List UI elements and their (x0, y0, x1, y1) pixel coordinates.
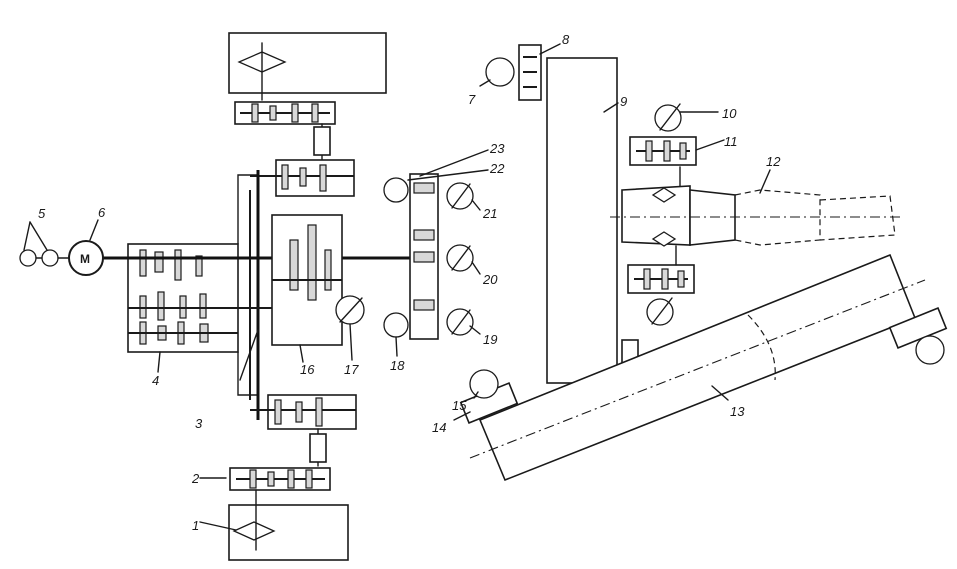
bottom-bevel-gear (232, 521, 276, 541)
beam-end-sensor (915, 335, 945, 365)
spindle-extended-position (734, 189, 821, 246)
upper-reducer (275, 159, 355, 197)
lower-gearbox-gears (236, 469, 325, 489)
callout-leaders (23, 43, 771, 531)
callout-10: 10 (722, 106, 737, 121)
drive-15 (469, 369, 499, 399)
regulator-17-arrow (339, 297, 363, 323)
spindle-extended-tail (819, 195, 896, 241)
drive-7 (485, 57, 515, 87)
callout-12: 12 (766, 154, 781, 169)
callout-6: 6 (98, 205, 106, 220)
beam-axis (469, 279, 926, 459)
callout-14: 14 (432, 420, 446, 435)
upper-bevel-12 (651, 187, 677, 203)
callout-8: 8 (562, 32, 570, 47)
callout-11: 11 (724, 134, 738, 149)
sensor-5b (41, 249, 59, 267)
callout-2: 2 (191, 471, 200, 486)
callout-13: 13 (730, 404, 745, 419)
sensor-5a (19, 249, 37, 267)
callout-21: 21 (482, 206, 497, 221)
central-unit-gears (272, 224, 342, 301)
callout-18: 18 (390, 358, 405, 373)
callout-16: 16 (300, 362, 315, 377)
sensor-18 (383, 312, 409, 338)
drive-8-gears (523, 56, 537, 88)
callout-7: 7 (468, 92, 476, 107)
callout-20: 20 (482, 272, 498, 287)
lower-reducer-gears (250, 397, 356, 427)
shaft-3-leader (239, 329, 259, 381)
callout-4: 4 (152, 373, 159, 388)
regulator-19 (446, 308, 474, 336)
callout-1: 1 (192, 518, 199, 533)
callout-19: 19 (483, 332, 497, 347)
motor-label: M (80, 252, 90, 266)
lower-reducer (267, 394, 357, 430)
callout-23: 23 (489, 141, 505, 156)
top-coupling (313, 126, 331, 156)
callout-15: 15 (452, 398, 467, 413)
inclined-beam-13 (478, 253, 917, 482)
callout-5: 5 (38, 206, 46, 221)
callout-17: 17 (344, 362, 359, 377)
top-gearbox-gears (240, 103, 330, 123)
lower-bevel-12 (651, 231, 677, 247)
sensor-22 (383, 177, 409, 203)
lower-coupling (309, 433, 327, 463)
upper-reducer-gears (250, 164, 354, 192)
callout-9: 9 (620, 94, 627, 109)
reducer-11-upper-gears (636, 140, 690, 162)
regulator-21 (446, 182, 474, 210)
distribution-unit-gears (413, 182, 435, 311)
gearbox-housing-upper (237, 174, 259, 245)
column-9 (546, 57, 618, 384)
regulator-20 (446, 244, 474, 272)
reducer-11-lower-gears (634, 268, 688, 290)
callout-3: 3 (195, 416, 203, 431)
callout-22: 22 (489, 161, 505, 176)
gearbox-housing-lower (237, 351, 259, 396)
